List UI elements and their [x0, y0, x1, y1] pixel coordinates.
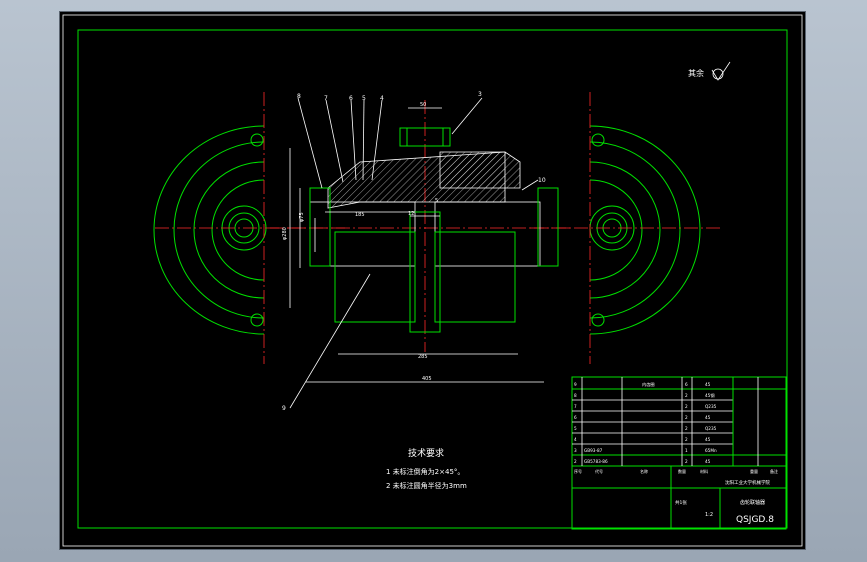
tb-header-weight: 重量	[750, 468, 758, 474]
dim-bore-dia: φ75	[299, 212, 305, 222]
dim-spacer-len: 285	[418, 354, 428, 360]
tb-drawing-name: 齿轮联轴器	[740, 499, 765, 506]
title-block: 9 内齿圈 6 45 8 2 45钢 7 2 Q235 6 2 45 5 2 Q…	[571, 376, 787, 530]
bom-qty-7: 2	[685, 404, 688, 409]
bom-no-5: 5	[574, 426, 577, 431]
bom-no-2: 2	[574, 459, 577, 464]
balloon-8: 8	[297, 93, 301, 100]
flange-bolt	[399, 127, 451, 147]
tb-header-code: 代号	[595, 468, 603, 474]
bom-mat-5: Q235	[705, 426, 717, 431]
bom-name-3: GB93-87	[584, 448, 603, 453]
tb-header-remark: 备注	[770, 468, 778, 474]
bom-qty-2: 2	[685, 459, 688, 464]
bom-qty-3: 1	[685, 448, 688, 453]
bom-grid	[572, 377, 786, 529]
bom-name-9: 内齿圈	[642, 381, 655, 388]
main-section-view	[270, 100, 572, 383]
bom-no-7: 7	[574, 404, 577, 409]
bom-mat-9: 45	[705, 382, 711, 387]
surface-finish-symbol: 其余	[688, 61, 731, 81]
balloon-9: 9	[282, 405, 286, 412]
bom-no-8: 8	[574, 393, 577, 398]
surface-finish-label: 其余	[688, 68, 704, 78]
tb-drawing-number: QSJGD.8	[736, 515, 774, 525]
right-shaft	[434, 231, 516, 323]
bom-mat-4: 45	[705, 437, 711, 442]
bom-mat-7: Q235	[705, 404, 717, 409]
bom-qty-4: 2	[685, 437, 688, 442]
right-flange-green	[537, 187, 559, 267]
assembly-drawing: 其余	[62, 14, 803, 547]
tech-req-title: 技术要求	[408, 447, 444, 459]
drawing-frame	[77, 29, 788, 529]
bom-no-3: 3	[574, 448, 577, 453]
bom-no-4: 4	[574, 437, 577, 442]
tb-sheet: 共1张	[675, 499, 687, 506]
left-end-view	[153, 92, 345, 364]
balloon-10: 10	[538, 177, 546, 184]
bom-mat-6: 45	[705, 415, 711, 420]
dimension-labels: 50 185 5 12 φ75 φ280 285 405	[282, 102, 438, 382]
bom-mat-2: 45	[705, 459, 711, 464]
bom-mat-8: 45钢	[705, 392, 715, 399]
tb-company: 沈阳工业大学机械学院	[725, 479, 770, 486]
dim-gap-b: 12	[408, 211, 414, 217]
bom-name-2: GB5783-86	[584, 459, 608, 464]
bom-mat-3: 65Mn	[705, 448, 717, 453]
bom-qty-9: 6	[685, 382, 688, 387]
right-end-view	[530, 92, 722, 364]
sheet-border	[62, 14, 803, 547]
tb-scale: 1:2	[705, 512, 713, 518]
right-hub	[434, 201, 541, 267]
balloon-3: 3	[478, 91, 482, 98]
tb-header-no: 序号	[574, 468, 582, 474]
part-leaders: 8 7 6 5 4 3 10 9	[282, 91, 546, 412]
bom-no-6: 6	[574, 415, 577, 420]
balloon-7: 7	[324, 95, 328, 102]
tech-req-item-2: 2 未标注圆角半径为3mm	[386, 481, 467, 490]
tb-header-name: 名称	[640, 468, 648, 474]
technical-requirements: 技术要求 1 未标注倒角为2×45°。 2 未标注圆角半径为3mm	[386, 447, 467, 490]
bom-qty-5: 2	[685, 426, 688, 431]
left-flange-green	[309, 187, 331, 267]
balloon-5: 5	[362, 95, 366, 102]
cad-viewport[interactable]: 其余	[60, 12, 805, 549]
balloon-4: 4	[380, 95, 384, 102]
bom-qty-6: 2	[685, 415, 688, 420]
bom-qty-8: 2	[685, 393, 688, 398]
balloon-6: 6	[349, 95, 353, 102]
dim-flange-width: 50	[420, 102, 426, 108]
title-block-header: 序号 代号 名称 数量 材料 重量 备注	[574, 468, 778, 474]
dim-outer-dia: φ280	[282, 227, 288, 240]
right-sleeve	[439, 151, 521, 189]
dim-gap-a: 5	[435, 198, 438, 204]
dim-hub-length: 185	[355, 212, 365, 218]
left-shaft	[334, 231, 416, 323]
tb-header-material: 材料	[700, 468, 708, 474]
tech-req-item-1: 1 未标注倒角为2×45°。	[386, 467, 464, 476]
bom-rows: 9 内齿圈 6 45 8 2 45钢 7 2 Q235 6 2 45 5 2 Q…	[574, 381, 717, 464]
spacer	[409, 211, 441, 333]
dim-overall-len: 405	[422, 376, 432, 382]
tb-header-qty: 数量	[678, 468, 686, 474]
bom-no-9: 9	[574, 382, 577, 387]
